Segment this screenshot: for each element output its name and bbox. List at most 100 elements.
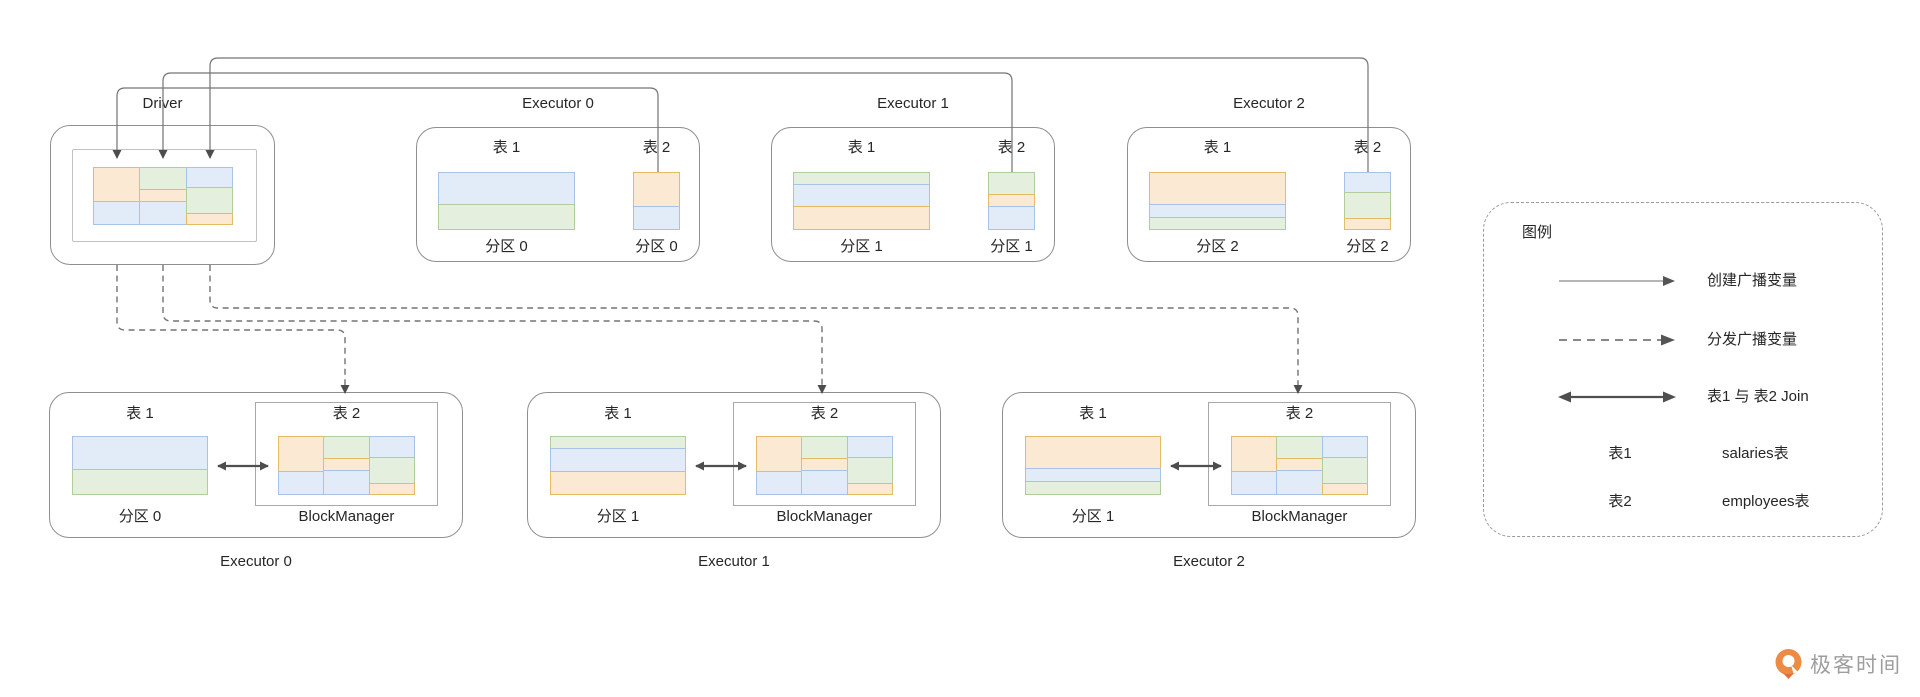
grid-column-partition1 [1276,436,1323,495]
bottom-executor2-table1-stack [1025,436,1161,495]
bottom-executor0-table1-label: 表 1 [126,405,154,422]
driver-title: Driver [142,95,183,112]
bottom-executor0-blockmanager-label: BlockManager [298,508,395,525]
legend-box [1483,202,1883,537]
grid-column-partition2 [185,167,233,225]
cell-green [139,167,187,190]
cell-green [368,456,415,485]
cell-green [323,436,370,459]
legend-distribute-broadcast-label: 分发广播变量 [1707,331,1798,348]
cell-orange [633,172,680,207]
grid-column-partition0 [93,167,141,225]
bottom-executor2-blockmanager-label: BlockManager [1251,508,1348,525]
cell-blue [72,436,208,470]
grid-column-partition2 [1321,436,1368,495]
top-executor2-table1-label: 表 1 [1203,139,1232,156]
bottom-executor2-table1-label: 表 1 [1079,405,1107,422]
cell-orange [185,213,233,225]
top-executor2-t1-partition: 分区 2 [1196,238,1239,255]
bottom-executor0-table2-label: 表 2 [332,405,361,422]
grid-column-partition1 [801,436,848,495]
cell-orange [1231,436,1278,472]
cell-green [72,468,208,495]
bottom-executor1-table2-label: 表 2 [810,405,839,422]
distribute-broadcast-line-exec2 [209,265,1303,394]
bottom-executor1-blockmanager-label: BlockManager [776,508,873,525]
bottom-executor2-title: Executor 2 [1173,553,1245,570]
cell-orange [550,471,686,495]
cell-blue [1025,468,1161,483]
cell-green [1276,436,1323,459]
cell-blue [185,167,233,189]
cell-orange [801,457,848,472]
cell-orange [323,457,370,472]
cell-orange [1149,172,1286,205]
cell-green [801,436,848,459]
cell-green [1025,481,1161,495]
grid-column-partition0 [756,436,803,495]
cell-blue [1149,203,1286,218]
legend-join-label: 表1 与 表2 Join [1707,388,1809,405]
cell-blue [988,205,1035,230]
bottom-executor1-table1-stack [550,436,686,495]
cell-green [438,204,575,230]
legend-title: 图例 [1522,224,1553,241]
cell-orange [756,436,803,472]
cell-blue [550,448,686,472]
legend-double-arrowhead-right [1663,391,1676,403]
cell-blue [633,206,680,230]
cell-orange [139,188,187,202]
legend-table1-value: salaries表 [1722,445,1789,462]
top-executor0-table1-stack [438,172,575,230]
bottom-executor0-title: Executor 0 [220,553,292,570]
grid-column-partition0 [278,436,325,495]
top-executor0-table2-label: 表 2 [642,139,671,156]
cell-green [846,456,893,485]
geektime-logo: 极客时间 [1774,648,1902,680]
bottom-executor2-table2-label: 表 2 [1285,405,1314,422]
cell-orange [846,483,893,495]
cell-blue [438,172,575,206]
grid-column-partition0 [1231,436,1278,495]
legend-table2-key: 表2 [1608,493,1632,510]
cell-orange [988,193,1035,207]
cell-green [988,172,1035,195]
top-executor1-table2-stack [988,172,1035,230]
top-executor1-title: Executor 1 [877,95,949,112]
cell-blue [801,470,848,495]
top-executor0-t2-partition: 分区 0 [635,238,678,255]
legend-solid-arrowhead [1663,276,1675,286]
grid-column-partition2 [368,436,415,495]
bottom-executor2-table2-grid [1231,436,1368,495]
bottom-executor1-table1-label: 表 1 [604,405,632,422]
driver-table2-grid [93,167,233,225]
bottom-executor0-partition: 分区 0 [118,508,162,525]
cell-orange [1276,457,1323,472]
distribute-broadcast-line-exec1 [162,265,827,394]
top-executor2-table2-label: 表 2 [1353,139,1382,156]
geektime-logo-text: 极客时间 [1810,654,1902,677]
distribute-broadcast-line-exec0 [116,265,350,394]
top-executor1-t1-partition: 分区 1 [840,238,883,255]
legend-dashed-arrow-icon [1557,333,1677,352]
cell-blue [139,200,187,225]
legend-table1-key: 表1 [1608,445,1632,462]
top-executor1-table1-stack [793,172,930,230]
top-executor1-t2-partition: 分区 1 [990,238,1033,255]
legend-double-arrow-icon [1557,390,1677,409]
cell-blue [1321,436,1368,458]
grid-column-partition1 [139,167,187,225]
legend-table2-value: employees表 [1722,493,1810,510]
bottom-executor1-partition: 分区 1 [596,508,640,525]
cell-blue [278,470,325,495]
legend-solid-arrow-icon [1557,274,1677,293]
cell-blue [323,470,370,495]
top-executor0-table2-stack [633,172,680,230]
cell-green [1149,216,1286,230]
cell-blue [93,201,141,225]
cell-blue [756,470,803,495]
cell-orange [793,206,930,230]
cell-blue [846,436,893,458]
bottom-executor1-title: Executor 1 [698,553,770,570]
